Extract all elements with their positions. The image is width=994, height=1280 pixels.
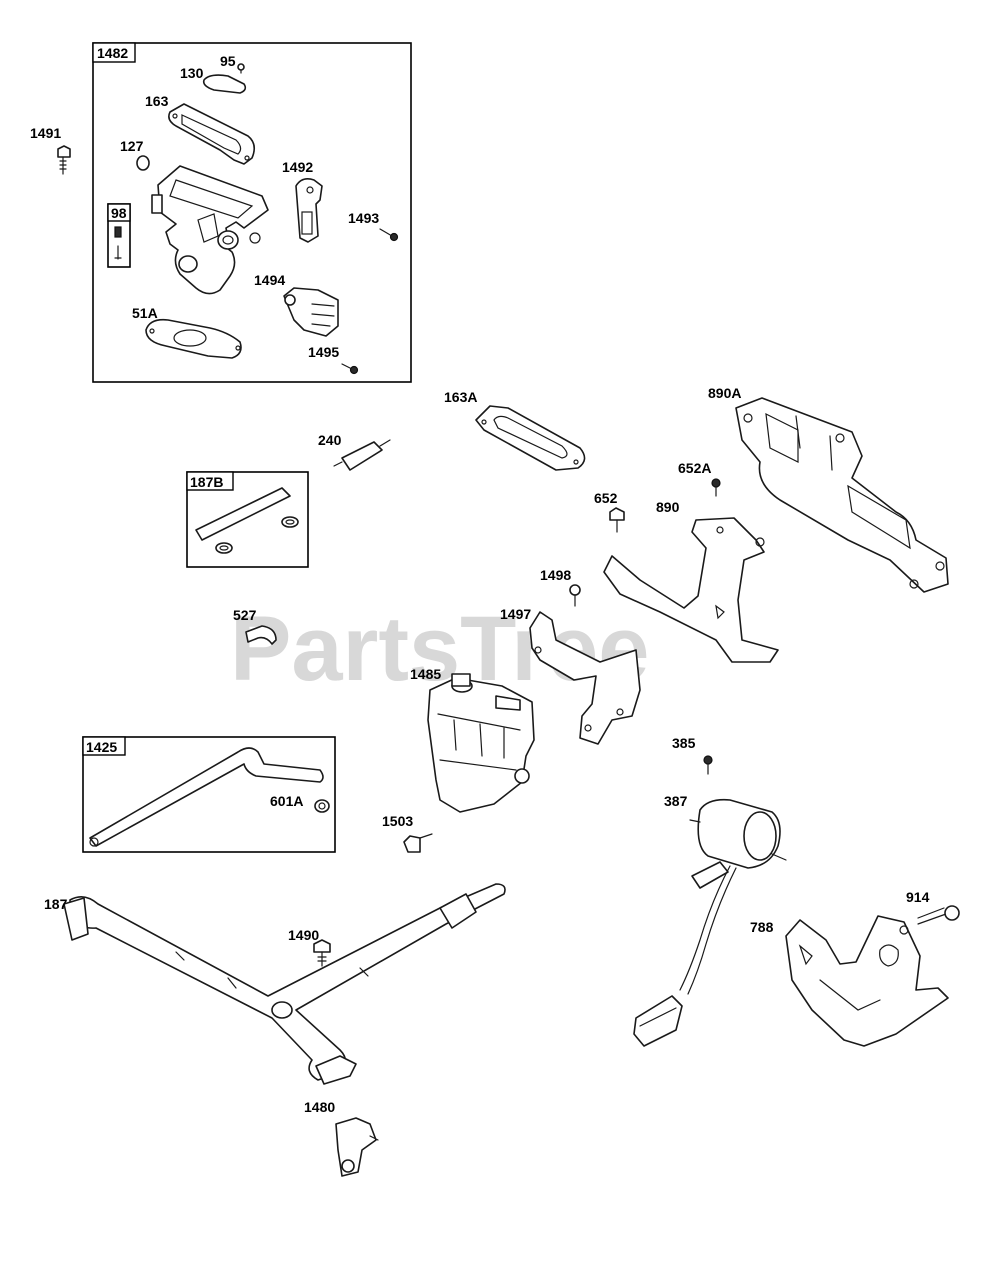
- label-890: 890: [656, 499, 680, 515]
- part-1494-solenoid[interactable]: [283, 287, 339, 337]
- label-1480: 1480: [304, 1099, 335, 1115]
- label-1490: 1490: [288, 927, 319, 943]
- label-601A: 601A: [270, 793, 303, 809]
- part-163A-gasket[interactable]: [475, 405, 586, 471]
- label-1498: 1498: [540, 567, 571, 583]
- part-240-fuel-filter[interactable]: [333, 439, 391, 471]
- label-163A: 163A: [444, 389, 477, 405]
- part-652A-screw[interactable]: [711, 478, 721, 497]
- label-652: 652: [594, 490, 618, 506]
- part-1503-bolt[interactable]: [403, 833, 433, 853]
- label-240: 240: [318, 432, 342, 448]
- label-163: 163: [145, 93, 169, 109]
- label-1485: 1485: [410, 666, 441, 682]
- part-1425-tube[interactable]: [89, 747, 324, 847]
- part-385-screw[interactable]: [703, 755, 713, 775]
- label-130: 130: [180, 65, 204, 81]
- box-1425-label: 1425: [86, 739, 117, 755]
- box-98: 98: [107, 203, 131, 268]
- label-1495: 1495: [308, 344, 339, 360]
- box-187B-label: 187B: [190, 474, 223, 490]
- part-1495-screw[interactable]: [341, 363, 359, 375]
- part-601A-clamp[interactable]: [314, 799, 330, 813]
- part-1493-screw[interactable]: [379, 228, 399, 242]
- part-163-gasket[interactable]: [168, 103, 256, 165]
- label-1491: 1491: [30, 125, 61, 141]
- label-95: 95: [220, 53, 236, 69]
- part-1498-screw[interactable]: [569, 584, 581, 607]
- label-914: 914: [906, 889, 930, 905]
- label-385: 385: [672, 735, 696, 751]
- label-1494: 1494: [254, 272, 285, 288]
- part-127-oring[interactable]: [136, 155, 150, 171]
- part-387-fuel-pump[interactable]: [633, 798, 787, 1047]
- watermark: PartsTree: [230, 598, 649, 700]
- part-527-clip[interactable]: [245, 625, 277, 645]
- part-130-gasket[interactable]: [202, 74, 247, 94]
- label-187: 187: [44, 896, 68, 912]
- part-1480-connector[interactable]: [335, 1117, 379, 1177]
- part-throttle-body[interactable]: [151, 165, 269, 295]
- part-98-jet[interactable]: [114, 226, 122, 238]
- part-652-bolt[interactable]: [609, 507, 625, 533]
- part-187-fuel-line[interactable]: [63, 883, 506, 1085]
- part-1492-sensor[interactable]: [295, 178, 323, 243]
- box-1482-label: 1482: [97, 45, 128, 61]
- part-890A-bracket[interactable]: [735, 397, 949, 593]
- label-387: 387: [664, 793, 688, 809]
- label-788: 788: [750, 919, 774, 935]
- label-51A: 51A: [132, 305, 158, 321]
- box-98-label: 98: [111, 205, 127, 221]
- part-187B-hose[interactable]: [195, 487, 291, 541]
- label-1503: 1503: [382, 813, 413, 829]
- label-652A: 652A: [678, 460, 711, 476]
- part-187B-clamp-1[interactable]: [281, 516, 299, 528]
- box-187B: 187B: [186, 471, 309, 568]
- part-187B-clamp-2[interactable]: [215, 542, 233, 554]
- label-1497: 1497: [500, 606, 531, 622]
- part-1490-bolt[interactable]: [313, 939, 331, 967]
- part-788-bracket[interactable]: [785, 915, 949, 1047]
- part-51A-gasket[interactable]: [145, 318, 242, 359]
- label-527: 527: [233, 607, 257, 623]
- box-1425: 1425: [82, 736, 336, 853]
- part-1485-fuel-module[interactable]: [427, 673, 535, 813]
- part-890-bracket[interactable]: [603, 517, 779, 663]
- part-1491-bolt[interactable]: [57, 145, 71, 175]
- part-914-bolt[interactable]: [917, 905, 960, 925]
- callout-labels: 95 130 163 127 1491 1492 1493 1494 51A 1…: [30, 53, 930, 1115]
- label-1493: 1493: [348, 210, 379, 226]
- part-1497-bracket[interactable]: [529, 611, 641, 745]
- part-95-screw[interactable]: [237, 63, 245, 74]
- label-1492: 1492: [282, 159, 313, 175]
- label-127: 127: [120, 138, 144, 154]
- label-890A: 890A: [708, 385, 741, 401]
- box-1482: 1482: [92, 42, 412, 383]
